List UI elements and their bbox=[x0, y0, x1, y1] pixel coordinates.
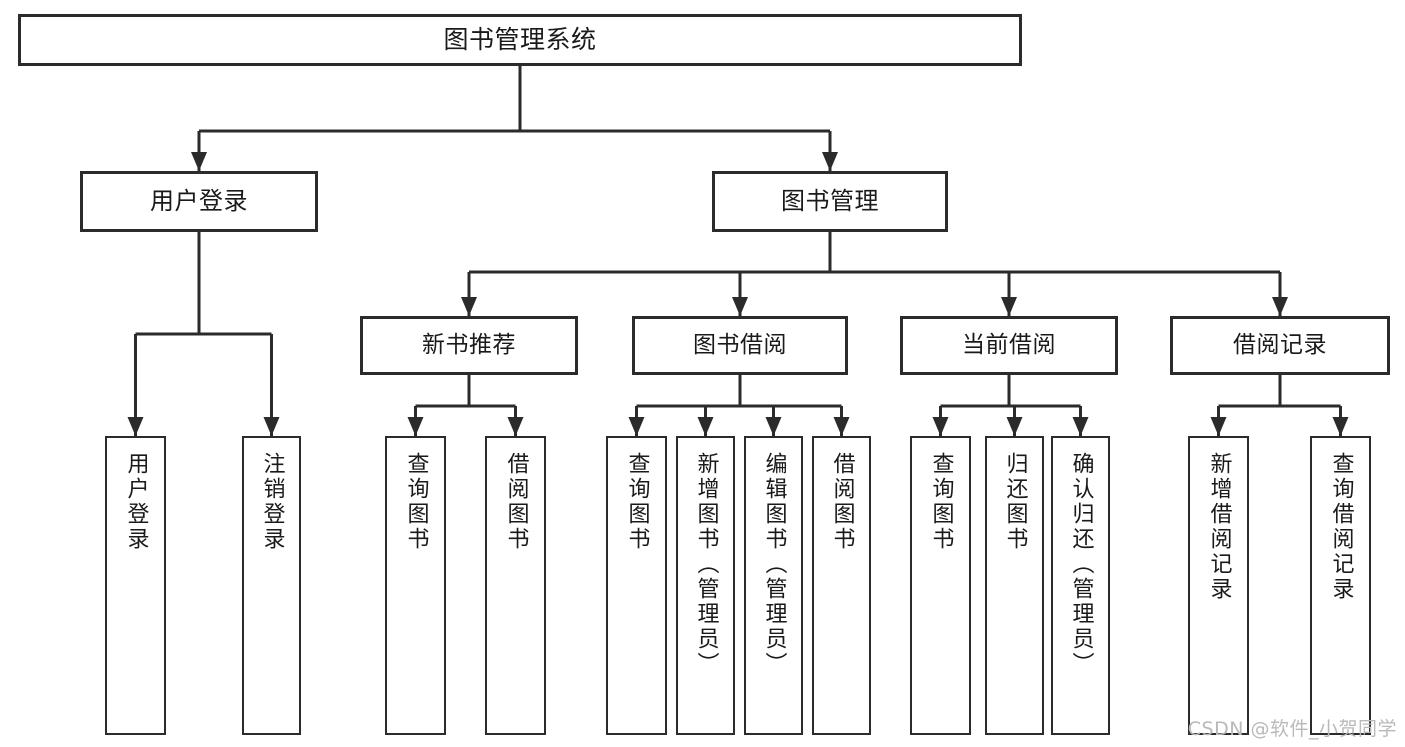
node-label: 查询图书 bbox=[624, 452, 650, 552]
node-label: 确认归还（管理员） bbox=[1068, 452, 1094, 677]
node-leaf-user-logout[interactable]: 注销登录 bbox=[242, 436, 301, 735]
node-label: 查询图书 bbox=[928, 452, 954, 552]
node-leaf-add-borrow-record[interactable]: 新增借阅记录 bbox=[1188, 436, 1249, 735]
node-leaf-query-book-recommendation[interactable]: 查询图书 bbox=[385, 436, 446, 735]
node-user-login[interactable]: 用户登录 bbox=[80, 171, 318, 232]
node-leaf-query-borrow-record[interactable]: 查询借阅记录 bbox=[1310, 436, 1371, 735]
node-leaf-add-book-admin[interactable]: 新增图书（管理员） bbox=[676, 436, 735, 735]
node-new-book-recommendation[interactable]: 新书推荐 bbox=[360, 316, 578, 375]
node-label: 借阅图书 bbox=[503, 452, 529, 552]
node-borrowing-record[interactable]: 借阅记录 bbox=[1170, 316, 1390, 375]
node-leaf-query-book-borrowing[interactable]: 查询图书 bbox=[606, 436, 667, 735]
node-leaf-query-book-current[interactable]: 查询图书 bbox=[910, 436, 971, 735]
node-leaf-edit-book-admin[interactable]: 编辑图书（管理员） bbox=[744, 436, 803, 735]
node-leaf-borrow-book[interactable]: 借阅图书 bbox=[812, 436, 871, 735]
node-leaf-return-book[interactable]: 归还图书 bbox=[985, 436, 1044, 735]
watermark: CSDN @软件_小贺同学 bbox=[1187, 718, 1397, 740]
node-root-book-management-system[interactable]: 图书管理系统 bbox=[18, 14, 1022, 66]
node-label: 归还图书 bbox=[1002, 452, 1028, 552]
node-label: 图书管理系统 bbox=[443, 25, 597, 55]
node-leaf-borrow-book-recommendation[interactable]: 借阅图书 bbox=[485, 436, 546, 735]
node-label: 查询图书 bbox=[403, 452, 429, 552]
node-book-management[interactable]: 图书管理 bbox=[712, 171, 948, 232]
node-leaf-confirm-return-admin[interactable]: 确认归还（管理员） bbox=[1051, 436, 1110, 735]
node-label: 借阅记录 bbox=[1233, 331, 1327, 358]
node-label: 图书借阅 bbox=[693, 331, 787, 358]
node-label: 新增图书（管理员） bbox=[693, 452, 719, 677]
node-label: 借阅图书 bbox=[829, 452, 855, 552]
node-label: 用户登录 bbox=[123, 452, 149, 552]
node-current-borrowing[interactable]: 当前借阅 bbox=[900, 316, 1118, 375]
node-leaf-user-login[interactable]: 用户登录 bbox=[105, 436, 166, 735]
node-label: 注销登录 bbox=[259, 452, 285, 552]
node-label: 图书管理 bbox=[781, 187, 879, 216]
node-label: 新增借阅记录 bbox=[1206, 452, 1232, 602]
node-label: 当前借阅 bbox=[962, 331, 1056, 358]
node-book-borrowing[interactable]: 图书借阅 bbox=[632, 316, 848, 375]
node-label: 编辑图书（管理员） bbox=[761, 452, 787, 677]
node-label: 查询借阅记录 bbox=[1328, 452, 1354, 602]
node-label: 用户登录 bbox=[150, 187, 248, 216]
node-label: 新书推荐 bbox=[422, 331, 516, 358]
